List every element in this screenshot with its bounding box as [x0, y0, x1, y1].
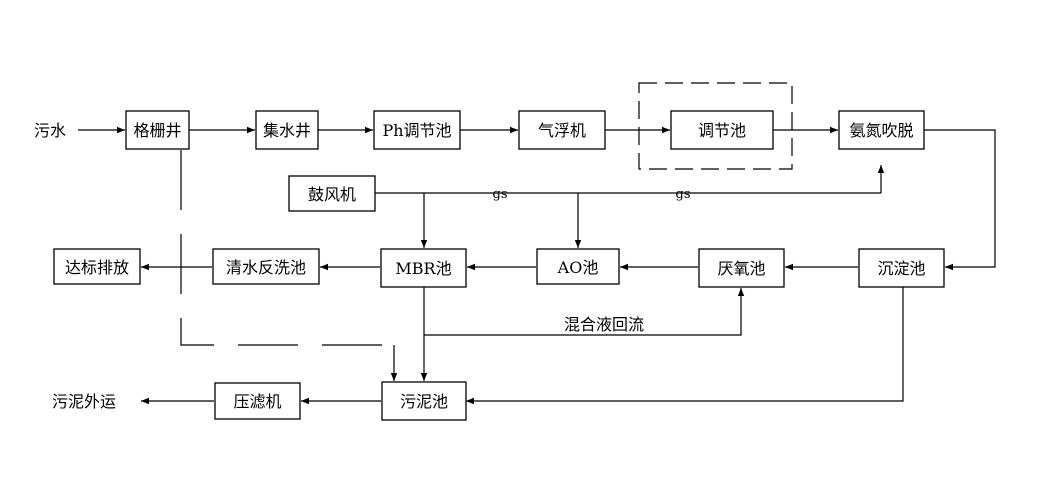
ao-tank-label: AO池	[557, 258, 599, 277]
equalization-tank-node[interactable]: 调节池	[670, 110, 774, 150]
settling-tank-label: 沉淀池	[877, 259, 925, 278]
discharge-label: 达标排放	[65, 258, 129, 277]
sludge-tank-label: 污泥池	[400, 392, 448, 411]
ph-tank-label: Ph调节池	[382, 121, 451, 140]
air-flotation-label: 气浮机	[538, 121, 586, 140]
mbr-tank-label: MBR池	[395, 259, 451, 278]
ammonia-stripping-label: 氨氮吹脱	[849, 121, 913, 140]
collection-well-node[interactable]: 集水井	[255, 110, 319, 150]
collection-well-label: 集水井	[263, 121, 311, 140]
gas-label-1: gs	[493, 187, 508, 202]
grille-well-node[interactable]: 格栅井	[125, 110, 190, 150]
backwash-tank-label: 清水反洗池	[226, 258, 306, 277]
backwash-tank-node[interactable]: 清水反洗池	[212, 248, 320, 285]
ammonia-stripping-node[interactable]: 氨氮吹脱	[838, 110, 925, 150]
equalization-dashed-enclosure	[638, 82, 793, 170]
anoxic-tank-node[interactable]: 厌氧池	[698, 248, 785, 288]
blower-label: 鼓风机	[308, 185, 356, 204]
ph-tank-node[interactable]: Ph调节池	[373, 110, 461, 150]
arrow-settling-to-sludge	[466, 287, 904, 405]
sludge-tank-node[interactable]: 污泥池	[381, 381, 467, 421]
air-flotation-node[interactable]: 气浮机	[518, 110, 606, 150]
arrow-mixed-liquor-return	[423, 287, 745, 336]
mixed-liquor-return-label: 混合液回流	[564, 315, 644, 334]
filter-press-node[interactable]: 压滤机	[214, 382, 301, 420]
anoxic-tank-label: 厌氧池	[717, 259, 765, 278]
grille-well-label: 格栅井	[133, 121, 181, 140]
mbr-tank-node[interactable]: MBR池	[380, 248, 467, 288]
equalization-tank-label: 调节池	[698, 121, 746, 140]
blower-node[interactable]: 鼓风机	[288, 175, 376, 212]
ao-tank-node[interactable]: AO池	[536, 248, 620, 285]
settling-tank-node[interactable]: 沉淀池	[858, 248, 945, 288]
wastewater-label: 污水	[34, 121, 66, 140]
discharge-node[interactable]: 达标排放	[53, 248, 141, 285]
filter-press-label: 压滤机	[233, 392, 281, 411]
dashed-grille-sludge-line	[180, 150, 394, 346]
arrow-stripping-to-settling	[924, 129, 996, 271]
sludge-disposal-label: 污泥外运	[52, 392, 116, 411]
gas-label-2: gs	[676, 187, 691, 202]
